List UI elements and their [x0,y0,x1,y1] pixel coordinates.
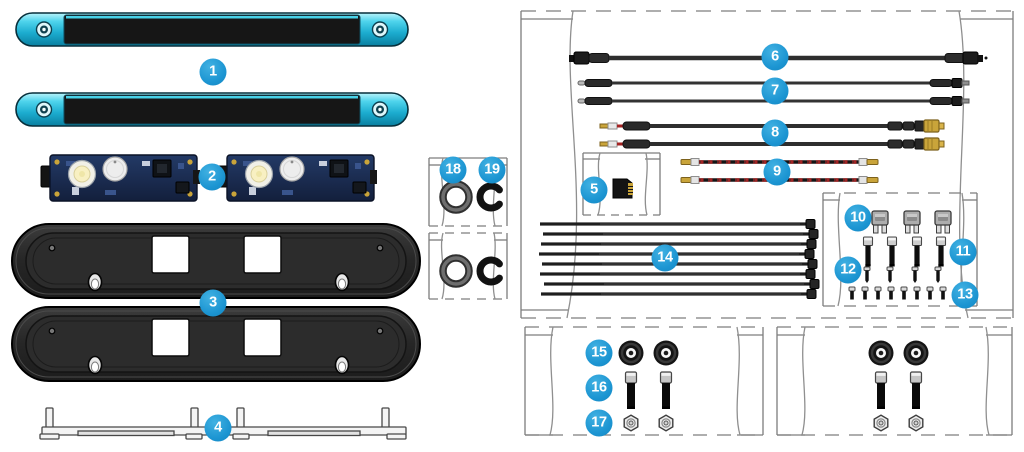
o-ring-2 [443,258,469,284]
bag-hardware-2-contents [867,339,930,432]
bag-oring-2 [428,232,508,300]
mounting-tray-2 [11,306,421,382]
callout-8: 8 [761,119,789,147]
callout-4: 4 [204,414,232,442]
callout-3: 3 [199,289,227,317]
led-board-1 [40,154,201,202]
fuses [871,210,952,234]
bag-hardware-1 [524,326,764,436]
bag-hardware-1-contents [617,339,680,432]
callout-16: 16 [585,374,613,402]
callout-17: 17 [585,409,613,437]
callout-2: 2 [198,163,226,191]
led-board-2 [217,154,378,202]
callout-6: 6 [761,43,789,71]
callout-18: 18 [439,156,467,184]
callout-15: 15 [585,339,613,367]
retaining-clip-1 [480,186,499,208]
bag-hardware-2 [776,326,1013,436]
micro-sd-card [612,178,633,199]
callout-7: 7 [761,77,789,105]
callout-11: 11 [949,238,977,266]
retaining-clip-2 [480,260,499,282]
callout-14: 14 [651,244,679,272]
callout-12: 12 [834,256,862,284]
light-bar-1 [15,12,409,47]
callout-10: 10 [844,204,872,232]
callout-5: 5 [580,176,608,204]
callout-13: 13 [951,281,979,309]
light-bar-2 [15,92,409,127]
callout-1: 1 [199,58,227,86]
zip-ties [538,219,820,299]
short-screws [848,286,947,300]
callout-9: 9 [763,158,791,186]
long-screws [862,236,947,268]
small-screws [863,266,942,284]
callout-19: 19 [478,156,506,184]
mounting-tray-1 [11,223,421,299]
o-ring-1 [443,184,469,210]
